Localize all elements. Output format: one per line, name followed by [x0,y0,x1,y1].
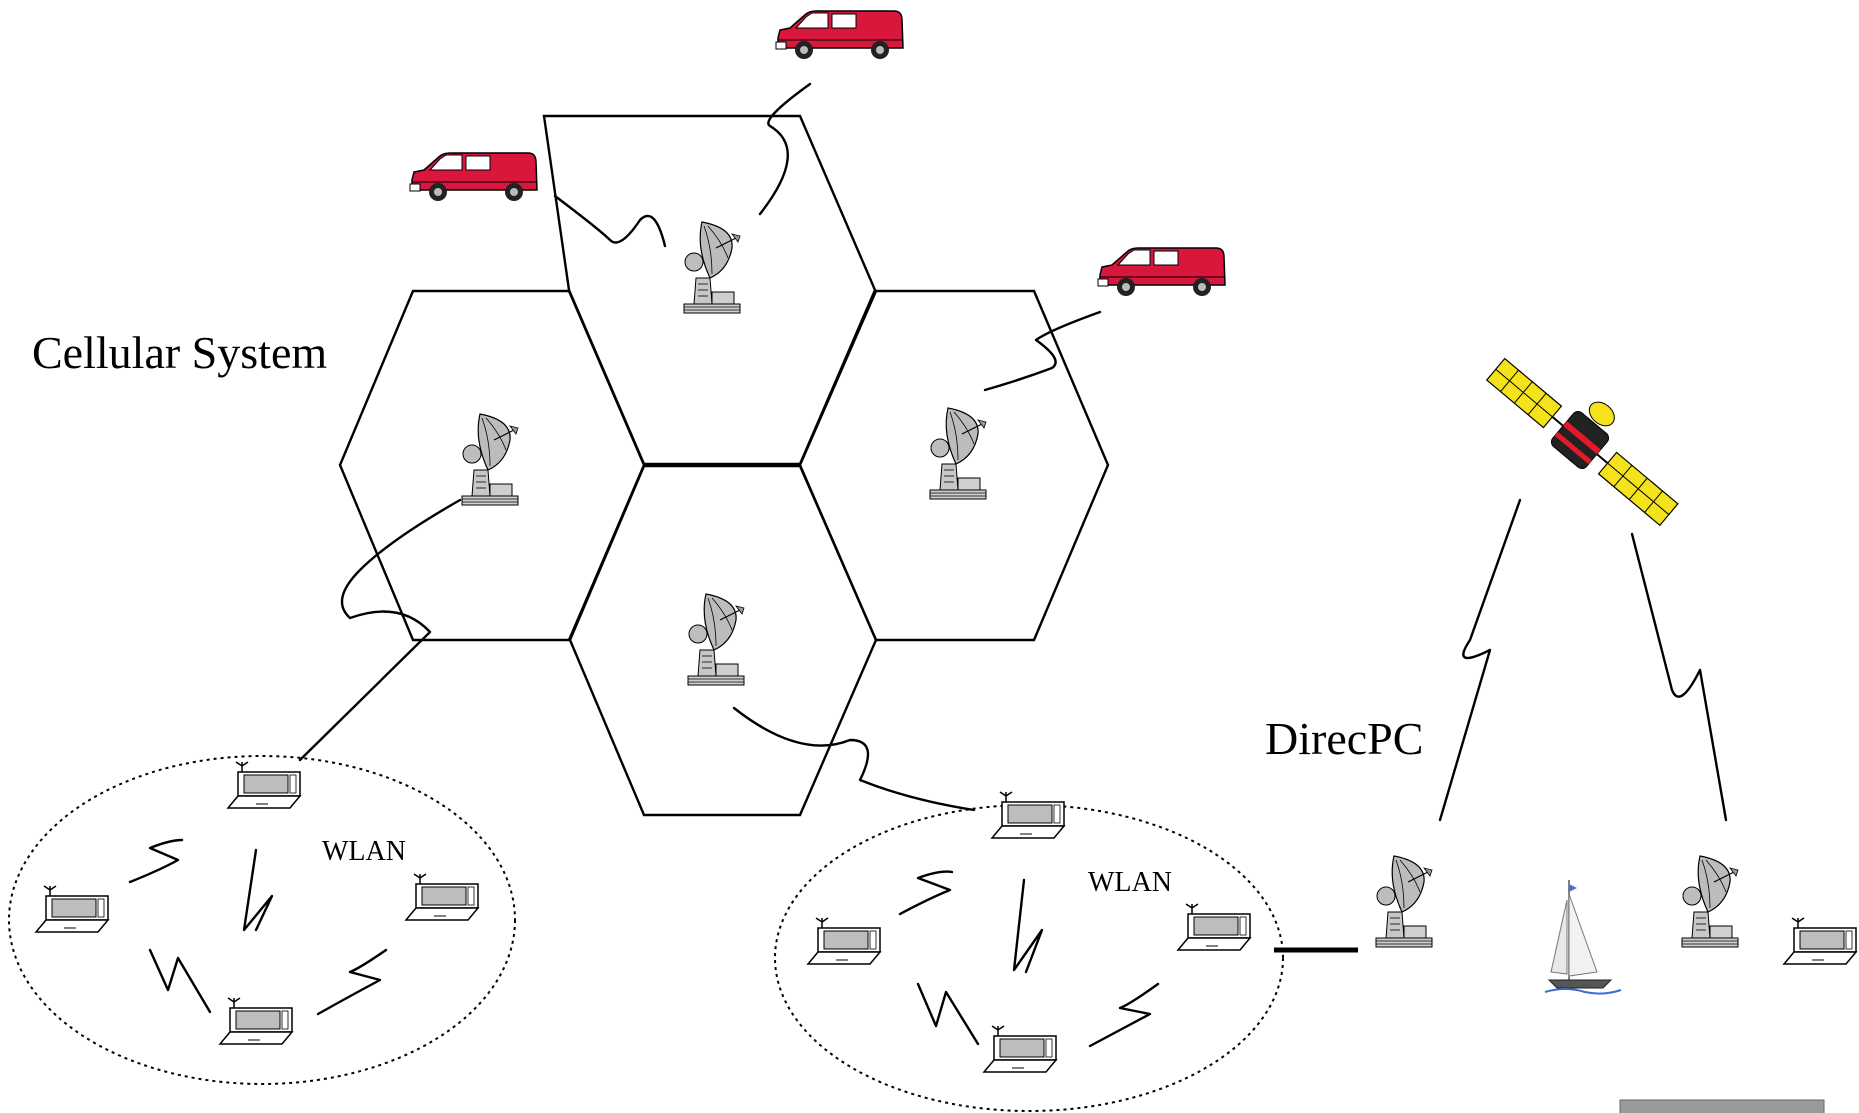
link-wlan-right-3 [916,982,980,1046]
laptop-icon [35,885,109,933]
wlan-right-label: WLAN [1088,867,1172,898]
link-satellite-left [1438,498,1522,822]
van-icon [1097,247,1226,297]
gray-bar [1619,1099,1825,1113]
link-van-right [983,310,1102,392]
dish-antenna-icon [1375,855,1433,948]
laptop-icon [1783,917,1857,965]
wlan-left-label: WLAN [322,836,406,867]
van-icon [409,152,538,202]
laptop-icon [991,791,1065,839]
wireless-links [128,82,1728,1048]
satellite-icon [1485,357,1679,527]
dish-antenna-icon [929,407,987,500]
link-bottom-cell-to-wlan [732,706,976,812]
laptop-icon [983,1025,1057,1073]
dish-antenna-icon [1681,855,1739,948]
laptop-icon [1177,903,1251,951]
link-van-left [553,194,667,248]
link-wlan-left-2 [242,848,274,932]
cell-hexagons [338,114,1110,817]
cell-bottom [568,464,878,817]
link-wlan-right-2 [1012,878,1044,974]
dish-antenna-icon [683,221,741,314]
link-wlan-left-1 [128,838,184,884]
link-left-cell-to-wlan [298,498,462,762]
laptop-icon [227,761,301,809]
dish-antenna-icon [461,413,519,506]
van-icon [775,10,904,60]
link-wlan-right-4 [1088,982,1160,1048]
link-satellite-right [1630,532,1728,822]
cellular-system-label: Cellular System [32,327,327,378]
link-wlan-left-4 [316,948,388,1016]
laptop-icon [405,873,479,921]
direcpc-label: DirecPC [1265,713,1423,764]
laptop-icon [807,917,881,965]
sailboat-icon [1544,880,1622,995]
laptop-icon [219,997,293,1045]
link-van-top [758,82,812,216]
wlan-left-boundary [8,755,516,1085]
dish-antenna-icon [687,593,745,686]
link-wlan-left-3 [148,948,212,1014]
link-wlan-right-1 [898,870,954,916]
